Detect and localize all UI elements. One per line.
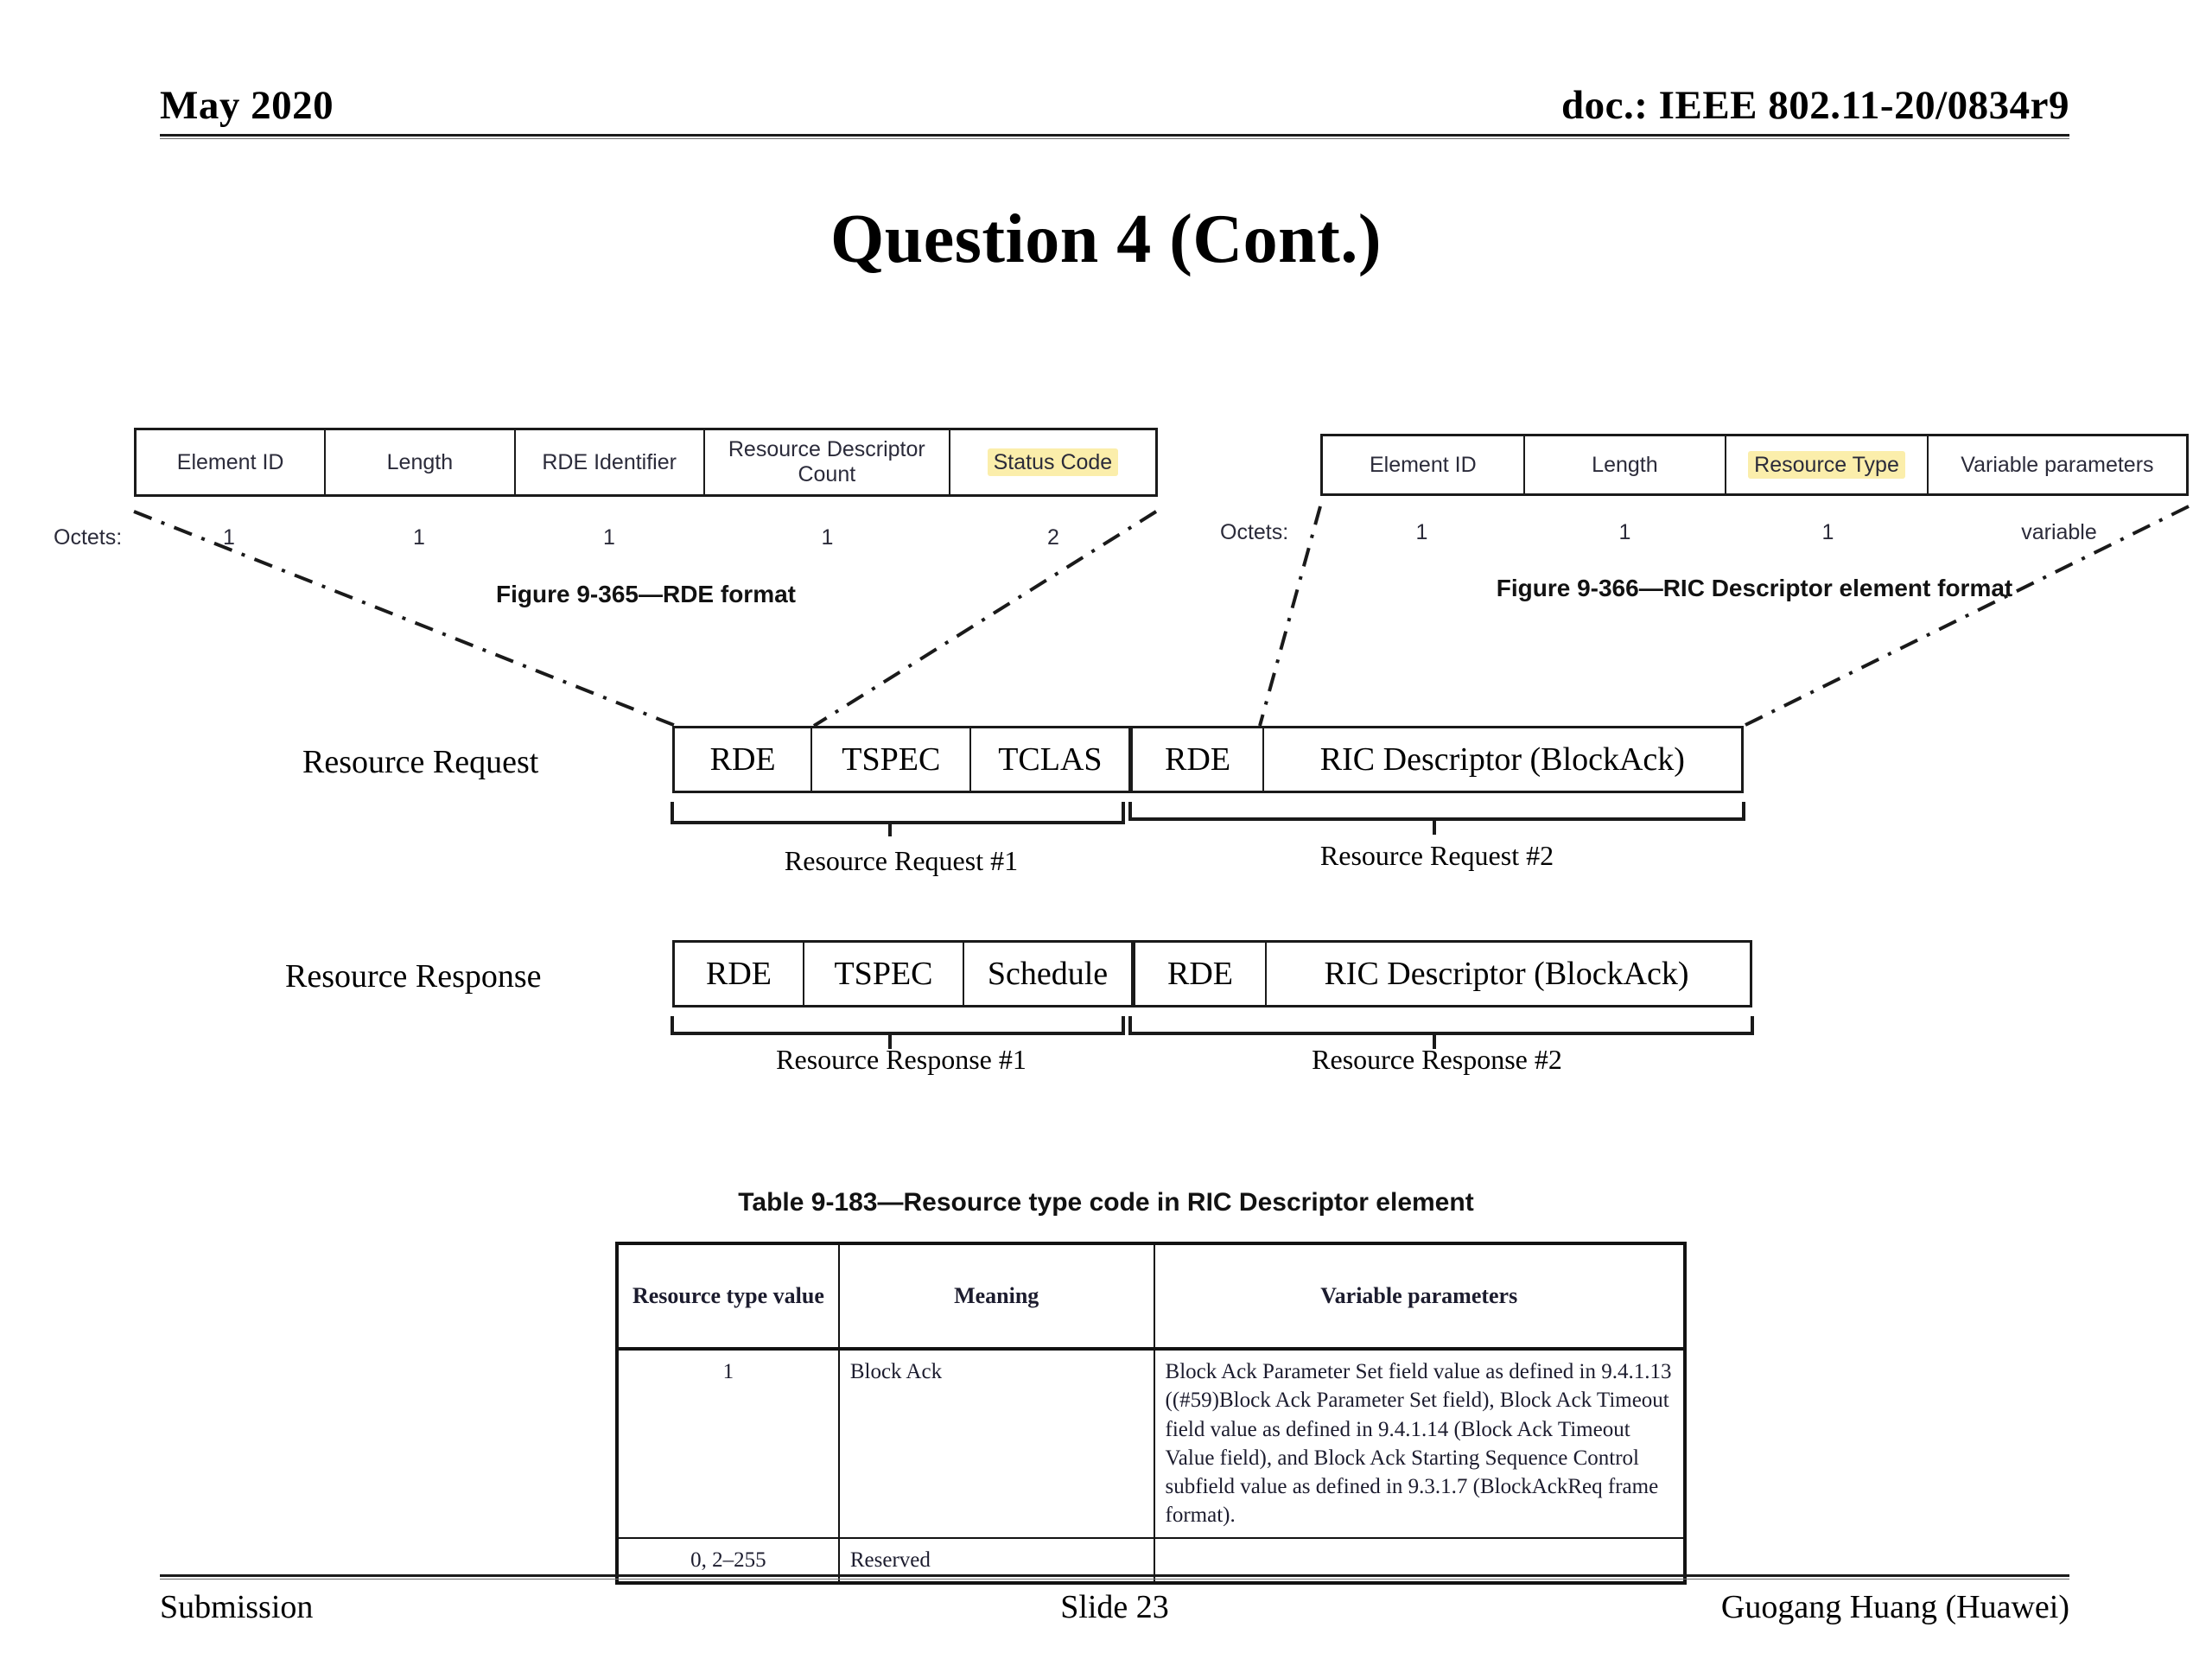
figure-9-365-octet-value-1: 1 (413, 525, 425, 550)
figure-9-365-field-box: Element ID Length RDE Identifier Resourc… (134, 428, 1158, 497)
field-label-highlighted: Resource Type (1748, 450, 1905, 480)
field-label: Variable parameters (1961, 452, 2154, 477)
slide-footer: Submission Slide 23 Guogang Huang (Huawe… (160, 1588, 2069, 1637)
cell-meaning: Block Ack (837, 1348, 1155, 1539)
seq-cell-tclas: TCLAS (971, 728, 1131, 791)
field-cell-resource-type: Resource Type (1726, 436, 1929, 493)
figure-9-366-caption: Figure 9-366—RIC Descriptor element form… (1496, 575, 2013, 601)
figure-9-365-octets-label: Octets: (54, 525, 123, 550)
field-label: RDE Identifier (542, 449, 677, 474)
resource-response-group-1-caption: Resource Response #1 (776, 1044, 1027, 1075)
seq-cell-label: RIC Descriptor (BlockAck) (1324, 956, 1689, 992)
field-label-highlighted: Status Code (987, 448, 1119, 477)
field-cell-length: Length (1525, 436, 1727, 493)
header-date: May 2020 (160, 83, 334, 128)
header-divider (160, 134, 2069, 139)
seq-cell-label: RDE (706, 956, 772, 992)
figure-9-366-field-box: Element ID Length Resource Type Variable… (1320, 434, 2189, 496)
table-row: 1 Block Ack Block Ack Parameter Set fiel… (616, 1348, 1687, 1539)
resource-response-group-2-caption: Resource Response #2 (1312, 1044, 1562, 1075)
seq-cell-label: TSPEC (842, 741, 941, 778)
field-label: Length (386, 449, 454, 474)
column-header-resource-type-value: Resource type value (616, 1243, 840, 1351)
resource-type-code-table: Resource type value Meaning Variable par… (615, 1242, 1687, 1585)
column-header-variable-parameters: Variable parameters (1153, 1243, 1687, 1351)
seq-cell-label: RIC Descriptor (BlockAck) (1319, 741, 1685, 778)
seq-cell-label: RDE (1165, 741, 1231, 778)
resource-request-label: Resource Request (302, 744, 539, 780)
figure-9-365-octet-value-4: 2 (1047, 525, 1059, 550)
resource-request-group-2-caption: Resource Request #2 (1319, 840, 1554, 871)
seq-cell-label: RDE (1167, 956, 1233, 992)
field-label: Length (1592, 452, 1658, 477)
figure-9-365-caption: Figure 9-365—RDE format (496, 581, 796, 607)
resource-response-box: RDE TSPEC Schedule RDE RIC Descriptor (B… (672, 940, 1752, 1007)
resource-response-label: Resource Response (285, 958, 542, 995)
page-title: Question 4 (Cont.) (830, 201, 1382, 277)
seq-cell-schedule: Schedule (964, 943, 1133, 1005)
field-cell-resource-descriptor-count: Resource Descriptor Count (705, 430, 950, 494)
table-9-183-caption: Table 9-183—Resource type code in RIC De… (738, 1188, 1474, 1217)
table-row: 0, 2–255 Reserved (616, 1536, 1687, 1584)
brace-resource-request-2 (1128, 802, 1745, 835)
figure-9-366-octet-value-2: 1 (1821, 520, 1834, 544)
seq-cell-rde-1: RDE (675, 728, 813, 791)
figure-9-366-octet-value-0: 1 (1415, 520, 1428, 544)
footer-author: Guogang Huang (Huawei) (1720, 1589, 2069, 1625)
cell-resource-type-value: 1 (616, 1348, 840, 1539)
seq-cell-ric-descriptor: RIC Descriptor (BlockAck) (1264, 728, 1741, 791)
field-cell-rde-identifier: RDE Identifier (516, 430, 705, 494)
seq-cell-label: RDE (709, 741, 776, 778)
figure-9-366-octet-value-1: 1 (1618, 520, 1631, 544)
slide-header: May 2020 doc.: IEEE 802.11-20/0834r9 (160, 82, 2069, 139)
figure-9-365-octet-value-2: 1 (603, 525, 615, 550)
figure-9-365-octet-value-0: 1 (223, 525, 235, 550)
seq-cell-label: TCLAS (998, 741, 1103, 778)
footer-slide-number: Slide 23 (1060, 1589, 1169, 1625)
seq-cell-label: TSPEC (834, 956, 933, 992)
resource-request-group-1-caption: Resource Request #1 (784, 845, 1019, 876)
seq-cell-rde-1: RDE (675, 943, 804, 1005)
seq-cell-tspec: TSPEC (812, 728, 972, 791)
field-cell-length: Length (326, 430, 516, 494)
field-cell-status-code: Status Code (950, 430, 1155, 494)
seq-cell-label: Schedule (987, 956, 1109, 992)
footer-submission: Submission (160, 1589, 314, 1625)
header-document-reference: doc.: IEEE 802.11-20/0834r9 (1561, 83, 2069, 128)
column-header-meaning: Meaning (837, 1243, 1155, 1351)
figure-9-366-octets-label: Octets: (1220, 520, 1289, 544)
footer-divider (160, 1574, 2069, 1580)
table-header-row: Resource type value Meaning Variable par… (616, 1243, 1687, 1351)
field-label: Resource Descriptor Count (728, 437, 925, 486)
field-cell-element-id: Element ID (137, 430, 327, 494)
seq-cell-rde-2: RDE (1130, 728, 1264, 791)
figure-9-365-octet-value-3: 1 (821, 525, 834, 550)
seq-cell-rde-2: RDE (1133, 943, 1267, 1005)
field-cell-variable-parameters: Variable parameters (1929, 436, 2186, 493)
seq-cell-tspec: TSPEC (804, 943, 964, 1005)
cell-variable-parameters: Block Ack Parameter Set field value as d… (1153, 1348, 1687, 1539)
figure-9-366-octet-value-3: variable (2021, 520, 2097, 544)
field-label: Element ID (176, 449, 284, 474)
seq-cell-ric-descriptor: RIC Descriptor (BlockAck) (1267, 943, 1746, 1005)
field-cell-element-id: Element ID (1323, 436, 1525, 493)
field-label: Element ID (1369, 452, 1477, 477)
brace-resource-request-1 (671, 802, 1125, 836)
resource-request-box: RDE TSPEC TCLAS RDE RIC Descriptor (Bloc… (672, 726, 1744, 793)
